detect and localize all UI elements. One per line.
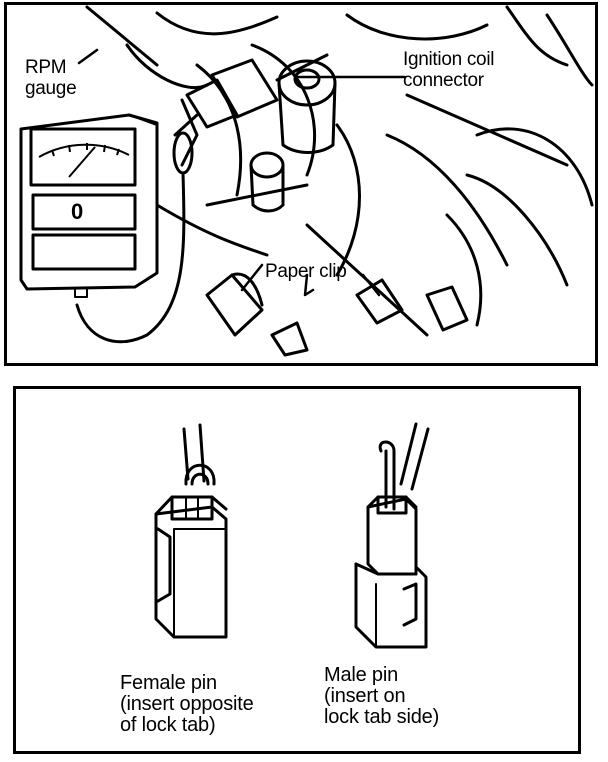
paper-clip-label: Paper clip [265,261,347,282]
engine-bay-illustration-panel: RPM gauge Ignition coil connector Paper … [4,2,598,366]
lower-connector-right [355,278,469,332]
connector-pin-detail-panel: Female pin (insert opposite of lock tab)… [13,386,581,754]
male-pin-caption: Male pin (insert on lock tab side) [324,664,440,728]
connector-pins-drawing [154,422,430,649]
male-connector-body [366,497,418,576]
engine-background-lines [85,5,594,337]
lower-bracket [270,321,309,357]
male-paper-clip [378,440,396,511]
gauge-display-window [31,193,137,231]
paper-clip-probe [75,98,199,344]
lower-connector-left [205,272,264,337]
gauge-display-value: 0 [71,199,83,224]
gauge-lower-window [31,233,137,271]
female-wire [182,423,206,483]
rpm-leader-line [77,48,99,65]
rpm-gauge-label: RPM gauge [25,57,77,99]
female-connector [154,423,228,639]
gauge-meter-face [29,127,137,187]
male-connector [354,422,430,649]
rpm-gauge [19,113,159,298]
ignition-coil-connector-label: Ignition coil connector [403,49,495,91]
spark-plug-cap [249,151,285,213]
male-wire [399,422,430,491]
paper-clip-leader-line [240,263,264,292]
female-pin-caption: Female pin (insert opposite of lock tab) [120,672,254,736]
engine-bay-drawing [19,5,594,357]
ignition-coil-tower [277,59,337,154]
gauge-needle [68,146,96,178]
female-lock-tab [156,527,172,603]
male-connector-base [354,562,428,649]
ignition-coil-connector [185,53,329,129]
female-paper-clip [184,463,216,486]
female-connector-body [154,505,228,639]
male-lock-tab [402,582,418,627]
